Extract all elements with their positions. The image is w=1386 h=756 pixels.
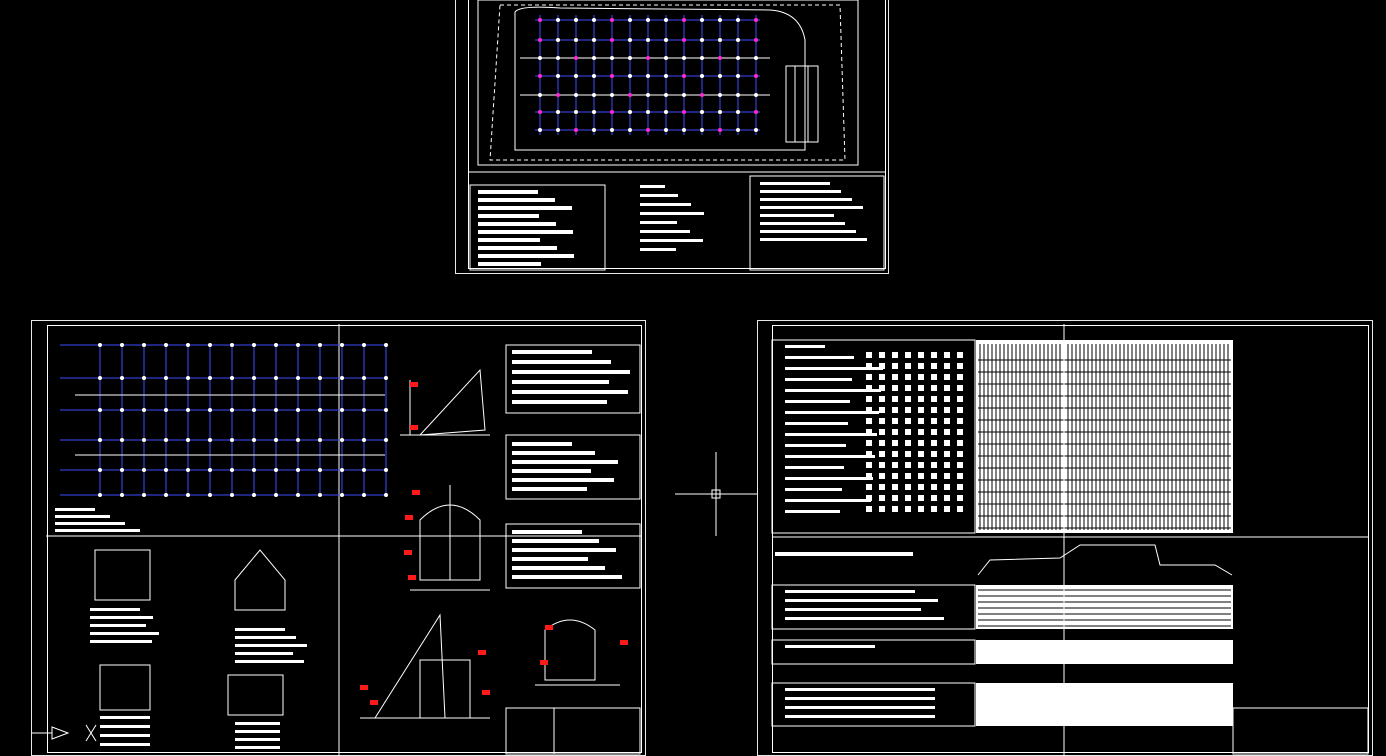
sheet-site-plan-frame: [468, 0, 886, 269]
ucs-icon: [31, 724, 97, 742]
sheet-schedule-frame: [772, 325, 1369, 753]
sheet-site-plan[interactable]: [455, 0, 889, 274]
sheet-erection-frame: [47, 325, 642, 753]
